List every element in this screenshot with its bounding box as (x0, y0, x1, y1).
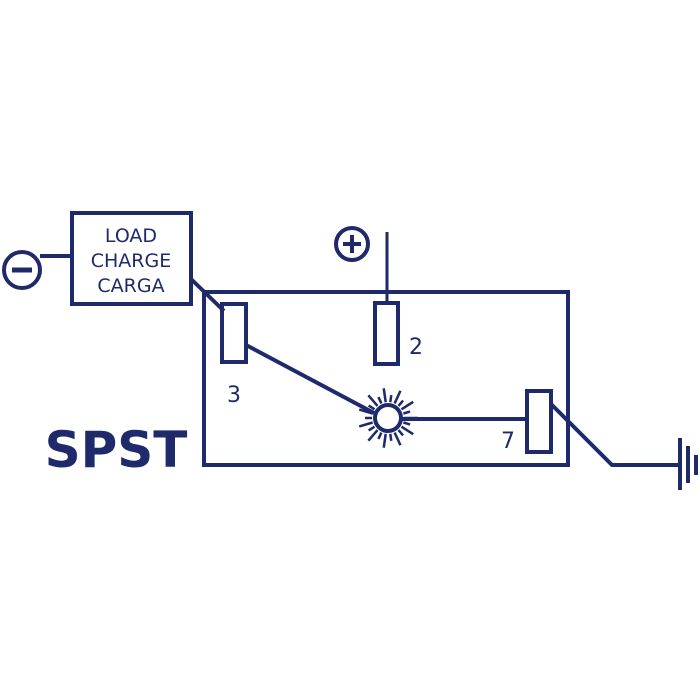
lamp-ray (358, 408, 374, 415)
lamp-ray (397, 399, 405, 407)
lamp-ray (402, 421, 411, 426)
terminal-7 (525, 389, 553, 454)
lamp-ray (382, 388, 387, 403)
load-label-line3: CARGA (97, 275, 164, 297)
lamp-ray (377, 396, 383, 404)
terminal-3-label: 3 (227, 383, 241, 408)
load-label-line2: CHARGE (91, 250, 171, 272)
lamp-ray (367, 425, 376, 432)
load-label-line1: LOAD (105, 225, 157, 247)
lamp-ray (397, 429, 405, 437)
lamp-ray (382, 433, 387, 448)
lamp-ray (367, 429, 379, 442)
minus-circle-icon (2, 250, 42, 290)
terminal-2 (373, 301, 400, 366)
lamp-ray (393, 432, 402, 446)
wire-terminal-7-to-ground (549, 402, 680, 467)
lamp-ray (393, 390, 402, 404)
load-box (70, 211, 193, 306)
lamp-ray (377, 432, 383, 440)
lamp-ray (400, 400, 414, 411)
ground-icon (678, 438, 698, 490)
lamp-ray (389, 433, 393, 441)
lamp-ray (358, 421, 374, 428)
plus-circle-icon (334, 226, 370, 262)
terminal-2-label: 2 (409, 335, 423, 360)
lamp-ray (367, 404, 376, 411)
terminal-3 (220, 302, 248, 364)
switch-body (202, 290, 570, 467)
lamp-ray (367, 394, 379, 407)
terminal-7-label: 7 (501, 429, 515, 454)
lamp-ray (402, 410, 411, 415)
switch-type-label: SPST (45, 421, 188, 479)
lamp-ray (400, 425, 414, 436)
lamp-ray (389, 395, 393, 403)
lamp-glow-icon (358, 388, 418, 448)
wire-terminal-3-to-lamp (245, 343, 375, 415)
wire-load-to-switch (189, 277, 226, 313)
